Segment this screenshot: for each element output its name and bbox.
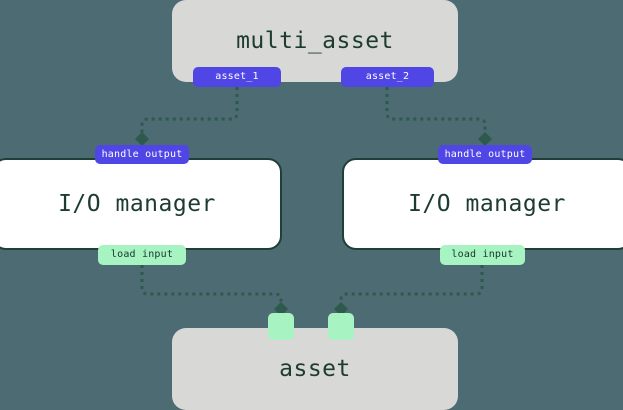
badge-handle-output-right[interactable]: handle output: [438, 145, 532, 164]
node-io-manager-right-label: I/O manager: [408, 191, 566, 217]
badge-load-input-left-label: load input: [110, 249, 174, 260]
badge-asset-2[interactable]: asset_2: [341, 67, 434, 87]
node-multi-asset-label: multi_asset: [236, 28, 394, 54]
edge-asset1-to-handle-output-left: [140, 87, 239, 139]
edge-load-input-left-to-asset-port-1: [140, 265, 283, 309]
edge-asset2-to-handle-output-right-arrowhead: [478, 132, 492, 146]
badge-load-input-left[interactable]: load input: [98, 245, 186, 265]
badge-asset-1-label: asset_1: [215, 71, 259, 82]
badge-handle-output-right-label: handle output: [444, 148, 526, 160]
edge-load-input-right-to-asset-port-2: [339, 265, 484, 309]
badge-asset-2-label: asset_2: [365, 71, 410, 82]
badge-load-input-right[interactable]: load input: [440, 245, 525, 265]
node-asset[interactable]: asset: [172, 328, 458, 410]
port-asset-input-2[interactable]: [328, 313, 354, 340]
node-io-manager-left[interactable]: I/O manager: [0, 158, 282, 250]
node-io-manager-left-label: I/O manager: [58, 191, 216, 217]
node-asset-label: asset: [279, 356, 351, 382]
port-asset-input-1[interactable]: [268, 313, 294, 340]
badge-asset-1[interactable]: asset_1: [193, 67, 281, 87]
badge-handle-output-left[interactable]: handle output: [95, 145, 189, 164]
badge-handle-output-left-label: handle output: [101, 148, 183, 160]
badge-load-input-right-label: load input: [451, 249, 514, 260]
edge-asset1-to-handle-output-left-arrowhead: [135, 132, 149, 146]
edge-asset2-to-handle-output-right: [385, 87, 487, 139]
node-io-manager-right[interactable]: I/O manager: [342, 158, 623, 250]
